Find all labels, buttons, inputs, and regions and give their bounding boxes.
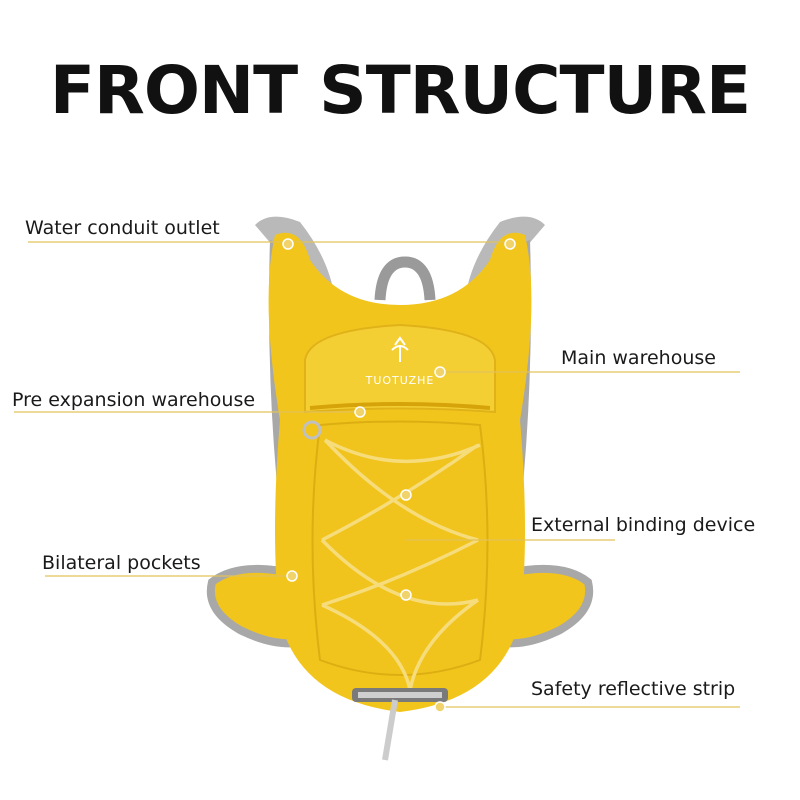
- label-external-binding-device: External binding device: [531, 514, 756, 536]
- label-main-warehouse: Main warehouse: [561, 347, 716, 369]
- bungee-cord: [320, 438, 481, 691]
- label-safety-reflective-strip: Safety reflective strip: [531, 678, 736, 700]
- zipper: [309, 402, 491, 410]
- top-handle: [374, 256, 436, 301]
- marker: [504, 238, 516, 250]
- label-pre-expansion-warehouse: Pre expansion warehouse: [12, 389, 256, 411]
- marker: [354, 406, 366, 418]
- marker: [400, 589, 412, 601]
- marker: [434, 366, 446, 378]
- marker: [400, 489, 412, 501]
- marker: [434, 701, 446, 713]
- brand-logo-icon: [391, 336, 409, 362]
- marker: [282, 238, 294, 250]
- label-water-conduit-outlet: Water conduit outlet: [25, 217, 220, 239]
- callout-markers: [282, 238, 516, 713]
- brand-text: TUOTUZHE: [365, 374, 435, 387]
- label-bilateral-pockets: Bilateral pockets: [42, 552, 201, 574]
- upper-pocket: [304, 323, 496, 414]
- side-clip: [302, 420, 322, 440]
- marker: [286, 570, 298, 582]
- lower-pocket: [311, 420, 489, 676]
- page-title: FRONT STRUCTURE: [49, 52, 751, 129]
